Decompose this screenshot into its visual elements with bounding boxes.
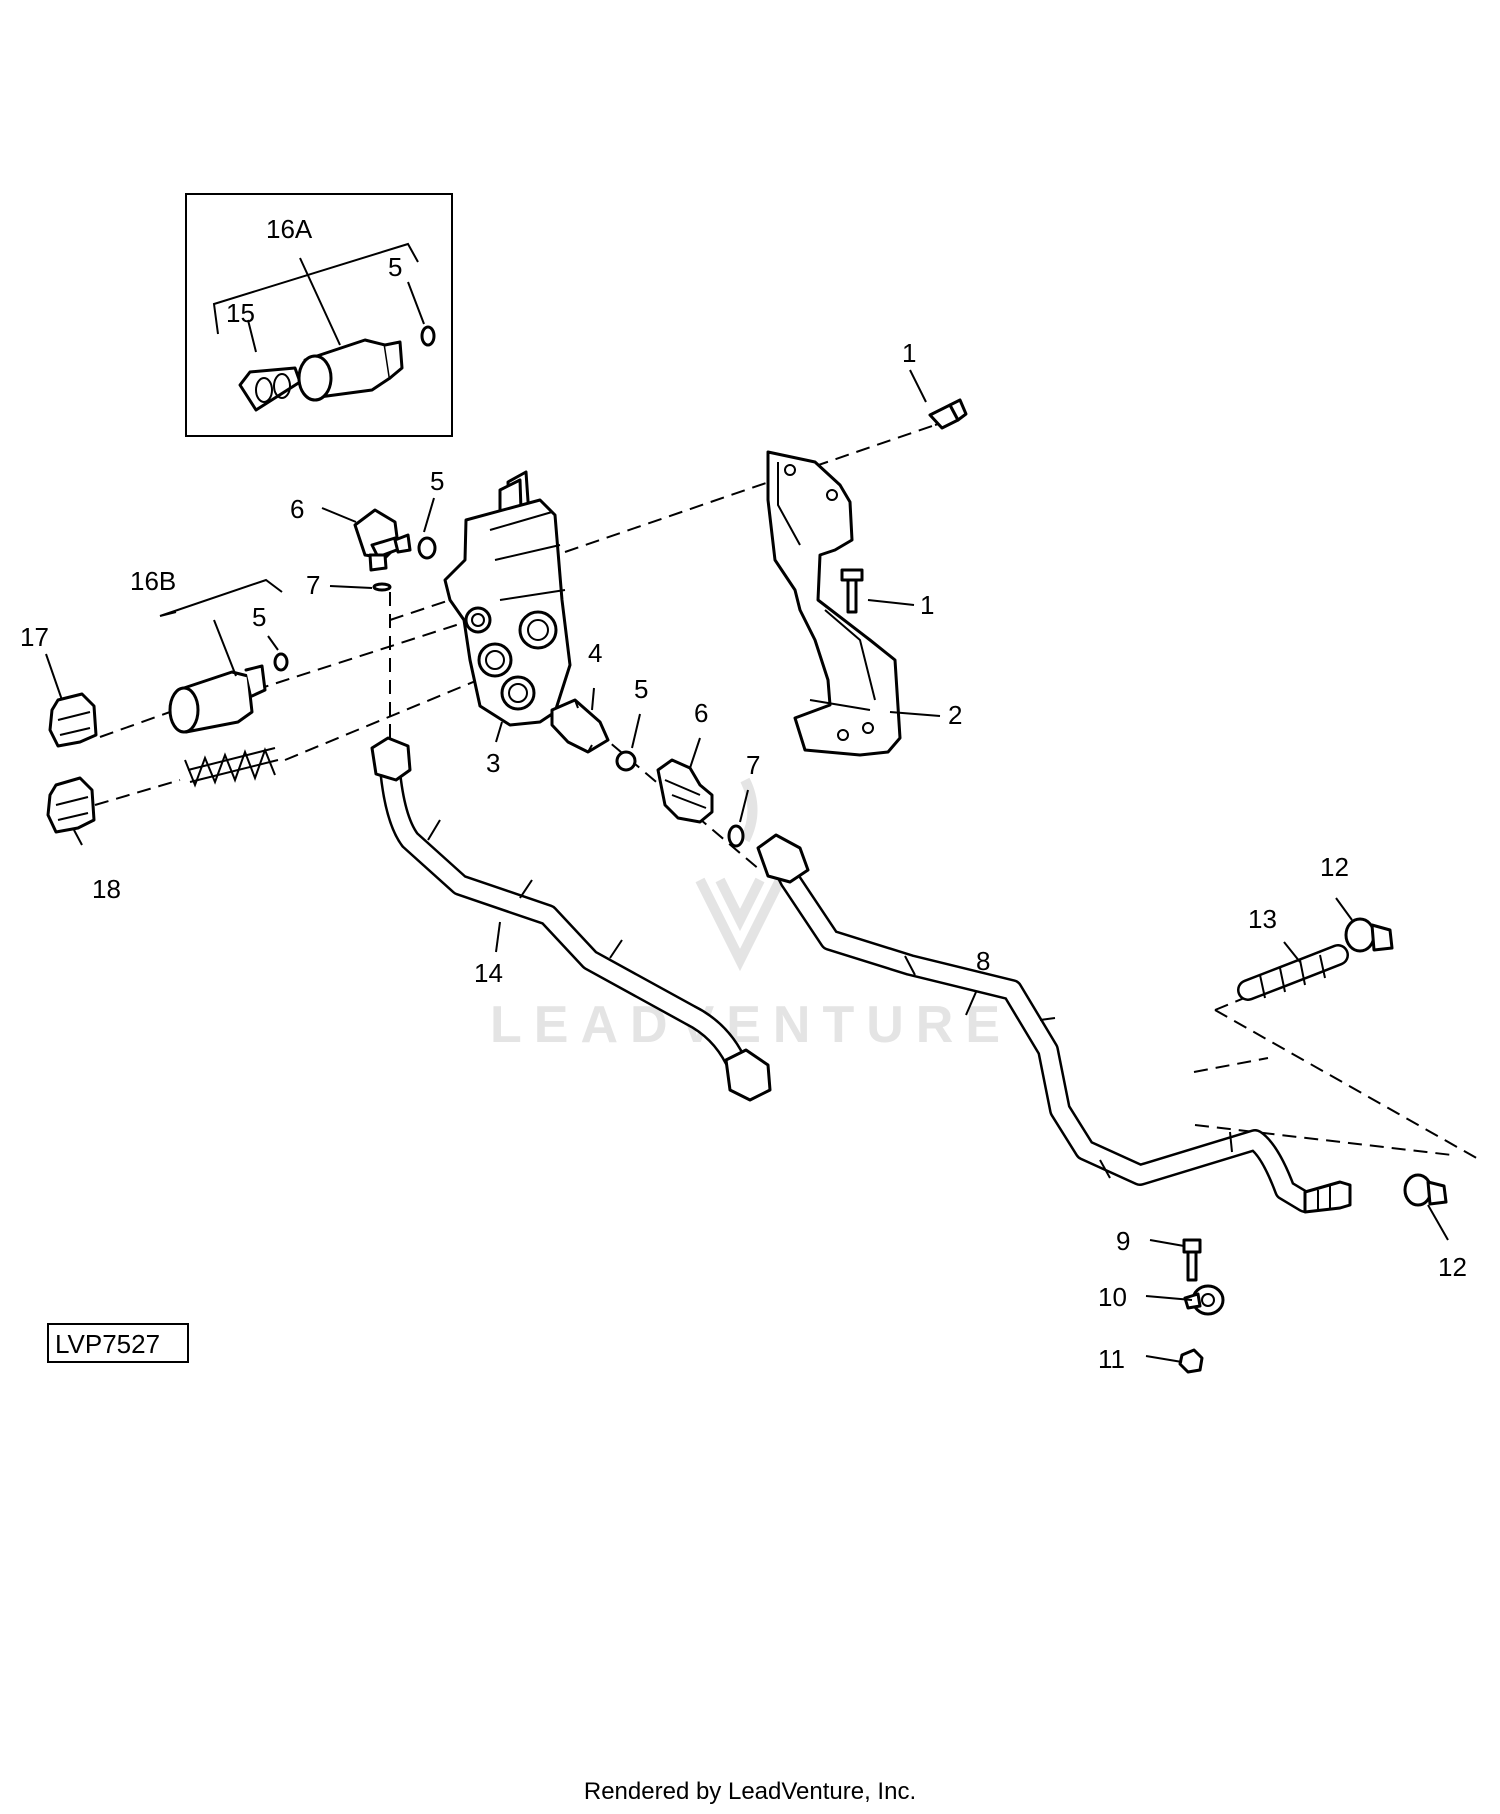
callout-7-left: 7 — [306, 570, 320, 600]
elbow-fitting-top-part — [353, 508, 412, 572]
leader-lines — [45, 369, 1449, 1363]
callout-5-left: 5 — [252, 602, 266, 632]
figure-id: LVP7527 — [55, 1329, 160, 1359]
watermark: LEADVENTURE — [490, 777, 1012, 1054]
adapter-part — [550, 698, 610, 754]
callout-5-top: 5 — [430, 466, 444, 496]
hydraulic-tube-8-part — [756, 833, 1352, 1214]
callout-5-mid: 5 — [634, 674, 648, 704]
hose-clamp-bottom-part — [1403, 1173, 1448, 1207]
watermark-text: LEADVENTURE — [490, 996, 1012, 1054]
callout-12-bottom: 12 — [1438, 1252, 1467, 1282]
bolt-top-part — [928, 398, 968, 430]
hydraulic-tube-14-part — [370, 736, 772, 1102]
callout-1-mid: 1 — [920, 590, 934, 620]
o-ring-right-part — [727, 824, 745, 848]
straight-fitting-part — [656, 758, 714, 824]
callout-7-mid: 7 — [746, 750, 760, 780]
mounting-bracket-part — [766, 450, 902, 757]
assembly-lines — [94, 417, 1481, 1161]
inset-box — [185, 193, 453, 437]
callout-18: 18 — [92, 874, 121, 904]
callout-17: 17 — [20, 622, 49, 652]
lock-nut-part — [1178, 1348, 1204, 1374]
callout-6-top: 6 — [290, 494, 304, 524]
dust-cap-17-part — [48, 692, 98, 748]
figure-id-box: LVP7527 — [47, 1323, 189, 1363]
callout-8: 8 — [976, 946, 990, 976]
callout-13: 13 — [1248, 904, 1277, 934]
callout-16b: 16B — [130, 566, 176, 596]
bolt-mid-part — [840, 568, 864, 614]
callout-labels: 16A 5 15 1 6 5 7 1 16B 5 17 4 5 6 2 3 7 … — [20, 214, 1467, 1374]
callout-4: 4 — [588, 638, 602, 668]
callout-14: 14 — [474, 958, 503, 988]
callout-15: 15 — [226, 298, 255, 328]
footer-credit: Rendered by LeadVenture, Inc. — [583, 1778, 917, 1805]
o-ring-mid-part — [615, 750, 637, 772]
control-valve-part — [443, 470, 572, 727]
callout-11: 11 — [1098, 1344, 1125, 1374]
cap-screw-part — [1182, 1238, 1202, 1282]
clip-part — [1183, 1284, 1225, 1316]
callout-3: 3 — [486, 748, 500, 778]
callout-2: 2 — [948, 700, 962, 730]
hose-clamp-top-part — [1344, 917, 1394, 953]
coupler-16b-part — [168, 664, 267, 734]
o-ring-inset-part — [420, 325, 436, 347]
callout-9: 9 — [1116, 1226, 1130, 1256]
o-ring-top-part — [417, 536, 437, 560]
callout-10: 10 — [1098, 1282, 1127, 1312]
o-ring-kit-part — [238, 366, 302, 412]
callout-1-top: 1 — [902, 338, 916, 368]
dust-cap-18-part — [46, 776, 96, 834]
callout-5-inset: 5 — [388, 252, 402, 282]
spring-part — [184, 747, 279, 788]
callout-6-mid: 6 — [694, 698, 708, 728]
watermark-logo-icon — [695, 777, 785, 972]
hose-part — [1237, 944, 1349, 1001]
coupler-16a-part — [297, 338, 404, 402]
o-ring-left-part — [273, 652, 289, 672]
callout-16a: 16A — [266, 214, 313, 244]
washer-left-part — [372, 582, 392, 592]
callout-12-top: 12 — [1320, 852, 1349, 882]
